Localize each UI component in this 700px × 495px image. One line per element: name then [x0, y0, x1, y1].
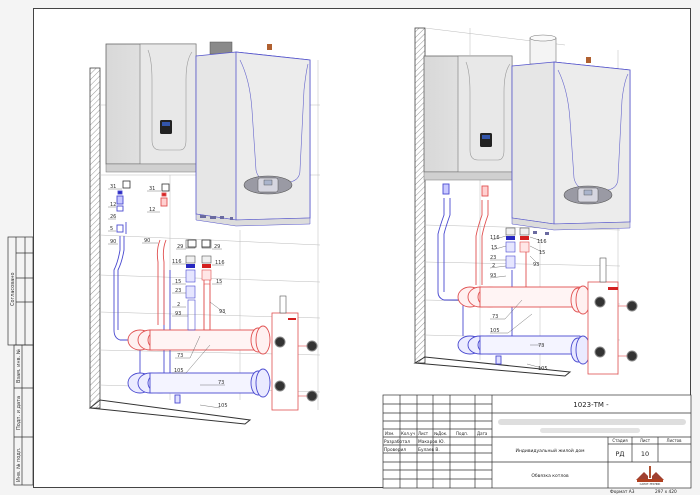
- label-2: 2: [492, 263, 495, 269]
- label-23: 23: [490, 255, 496, 261]
- header-sign: Подп.: [456, 431, 468, 436]
- format-size: 297 x 420: [655, 489, 677, 495]
- header-doc-no: №Док.: [434, 431, 447, 436]
- valve-group-right: [505, 227, 530, 269]
- label-93: 93: [533, 262, 539, 268]
- label-15: 15: [491, 245, 497, 251]
- label-29: 29: [177, 244, 183, 250]
- label-31: 31: [149, 186, 155, 192]
- name-checked: Булаев В.: [418, 447, 440, 453]
- role-developed: Разработал: [384, 439, 410, 445]
- label-90: 90: [110, 239, 116, 245]
- format-label: Формат А3: [610, 489, 635, 495]
- floor-line: [88, 399, 252, 425]
- blurred-address: [540, 428, 640, 433]
- boiler-large: [511, 34, 631, 235]
- label-93: 93: [219, 309, 225, 315]
- role-checked: Проверил: [384, 447, 406, 453]
- side-agreed-label: Согласовано: [10, 272, 16, 306]
- company-logo: САНКТ-ТЕХНИК: [636, 466, 664, 486]
- position-labels-left: 31 31 12 12 26 5 90 90 29 29 116 116 15 …: [110, 184, 228, 409]
- project-name: Индивидуальный жилой дом: [515, 447, 584, 454]
- label-90: 90: [144, 238, 150, 244]
- label-105: 105: [538, 366, 548, 372]
- label-15: 15: [216, 279, 222, 285]
- wall-hatch: [89, 67, 101, 409]
- stage-label: Стадия: [612, 438, 628, 443]
- position-labels-right: 116 116 15 15 23 2 93 93 73 105 73 105: [490, 235, 548, 372]
- label-15: 15: [539, 250, 545, 256]
- label-93: 93: [490, 273, 496, 279]
- hydraulic-separator-left: [271, 295, 318, 411]
- label-93: 93: [175, 311, 181, 317]
- side-inv-replace-label: Взам. инв. №: [16, 348, 22, 383]
- sheet-label: Лист: [640, 438, 651, 443]
- valve-group-left: [185, 239, 212, 331]
- stage-value: РД: [616, 450, 625, 458]
- blurred-address: [498, 419, 686, 425]
- label-116: 116: [172, 259, 182, 265]
- label-12: 12: [110, 202, 116, 208]
- title-block: 1023-ТМ - Изм. Кол.уч Лист №Док. Подп. Д…: [382, 394, 692, 495]
- label-116: 116: [537, 239, 547, 245]
- sheets-label: Листов: [667, 438, 683, 443]
- leader-lines-right: [489, 235, 544, 369]
- leader-lines-left: [108, 180, 227, 409]
- label-105: 105: [218, 403, 228, 409]
- header-sheet: Лист: [418, 431, 429, 436]
- boiler-small: [423, 55, 513, 181]
- label-23: 23: [175, 288, 181, 294]
- side-stamp: Согласовано Взам. инв. № Подп. и дата Ин…: [7, 236, 34, 486]
- label-12: 12: [149, 207, 155, 213]
- boiler-small: [105, 43, 197, 173]
- svg-text:САНКТ-ТЕХНИК: САНКТ-ТЕХНИК: [640, 482, 661, 486]
- label-2: 2: [177, 302, 180, 308]
- label-116: 116: [215, 260, 225, 266]
- label-29: 29: [214, 244, 220, 250]
- label-73: 73: [218, 380, 224, 386]
- label-26: 26: [110, 214, 116, 220]
- label-73: 73: [492, 314, 498, 320]
- return-piping-left: [113, 190, 271, 404]
- label-31: 31: [110, 184, 116, 190]
- header-count: Кол.уч: [401, 431, 415, 436]
- sheet-title: Обвязка котлов: [531, 473, 569, 479]
- header-date: Дата: [477, 431, 488, 436]
- floor-line: [413, 356, 572, 377]
- doc-code: 1023-ТМ -: [573, 401, 609, 409]
- boiler-large: [195, 41, 311, 227]
- supply-piping-right: [457, 185, 591, 315]
- label-116: 116: [490, 235, 500, 241]
- header-change: Изм.: [385, 431, 394, 436]
- sheet-number: 10: [641, 450, 649, 458]
- right-view: 116 116 15 15 23 2 93 93 73 105 73 105: [413, 27, 638, 377]
- name-developed: Макаров Ю.: [418, 439, 445, 445]
- label-105: 105: [174, 368, 184, 374]
- label-73: 73: [538, 343, 544, 349]
- side-sign-date-label: Подп. и дата: [16, 396, 22, 430]
- supply-piping-left: [127, 192, 271, 355]
- hydraulic-separator-right: [587, 257, 638, 375]
- label-105: 105: [490, 328, 500, 334]
- wall-hatch: [414, 27, 426, 364]
- label-15: 15: [175, 279, 181, 285]
- left-view: 31 31 12 12 26 5 90 90 29 29 116 116 15 …: [88, 41, 321, 425]
- side-inv-orig-label: Инв. № подл.: [16, 447, 22, 482]
- label-73: 73: [177, 353, 183, 359]
- label-5: 5: [110, 226, 113, 232]
- return-piping-right: [437, 183, 591, 365]
